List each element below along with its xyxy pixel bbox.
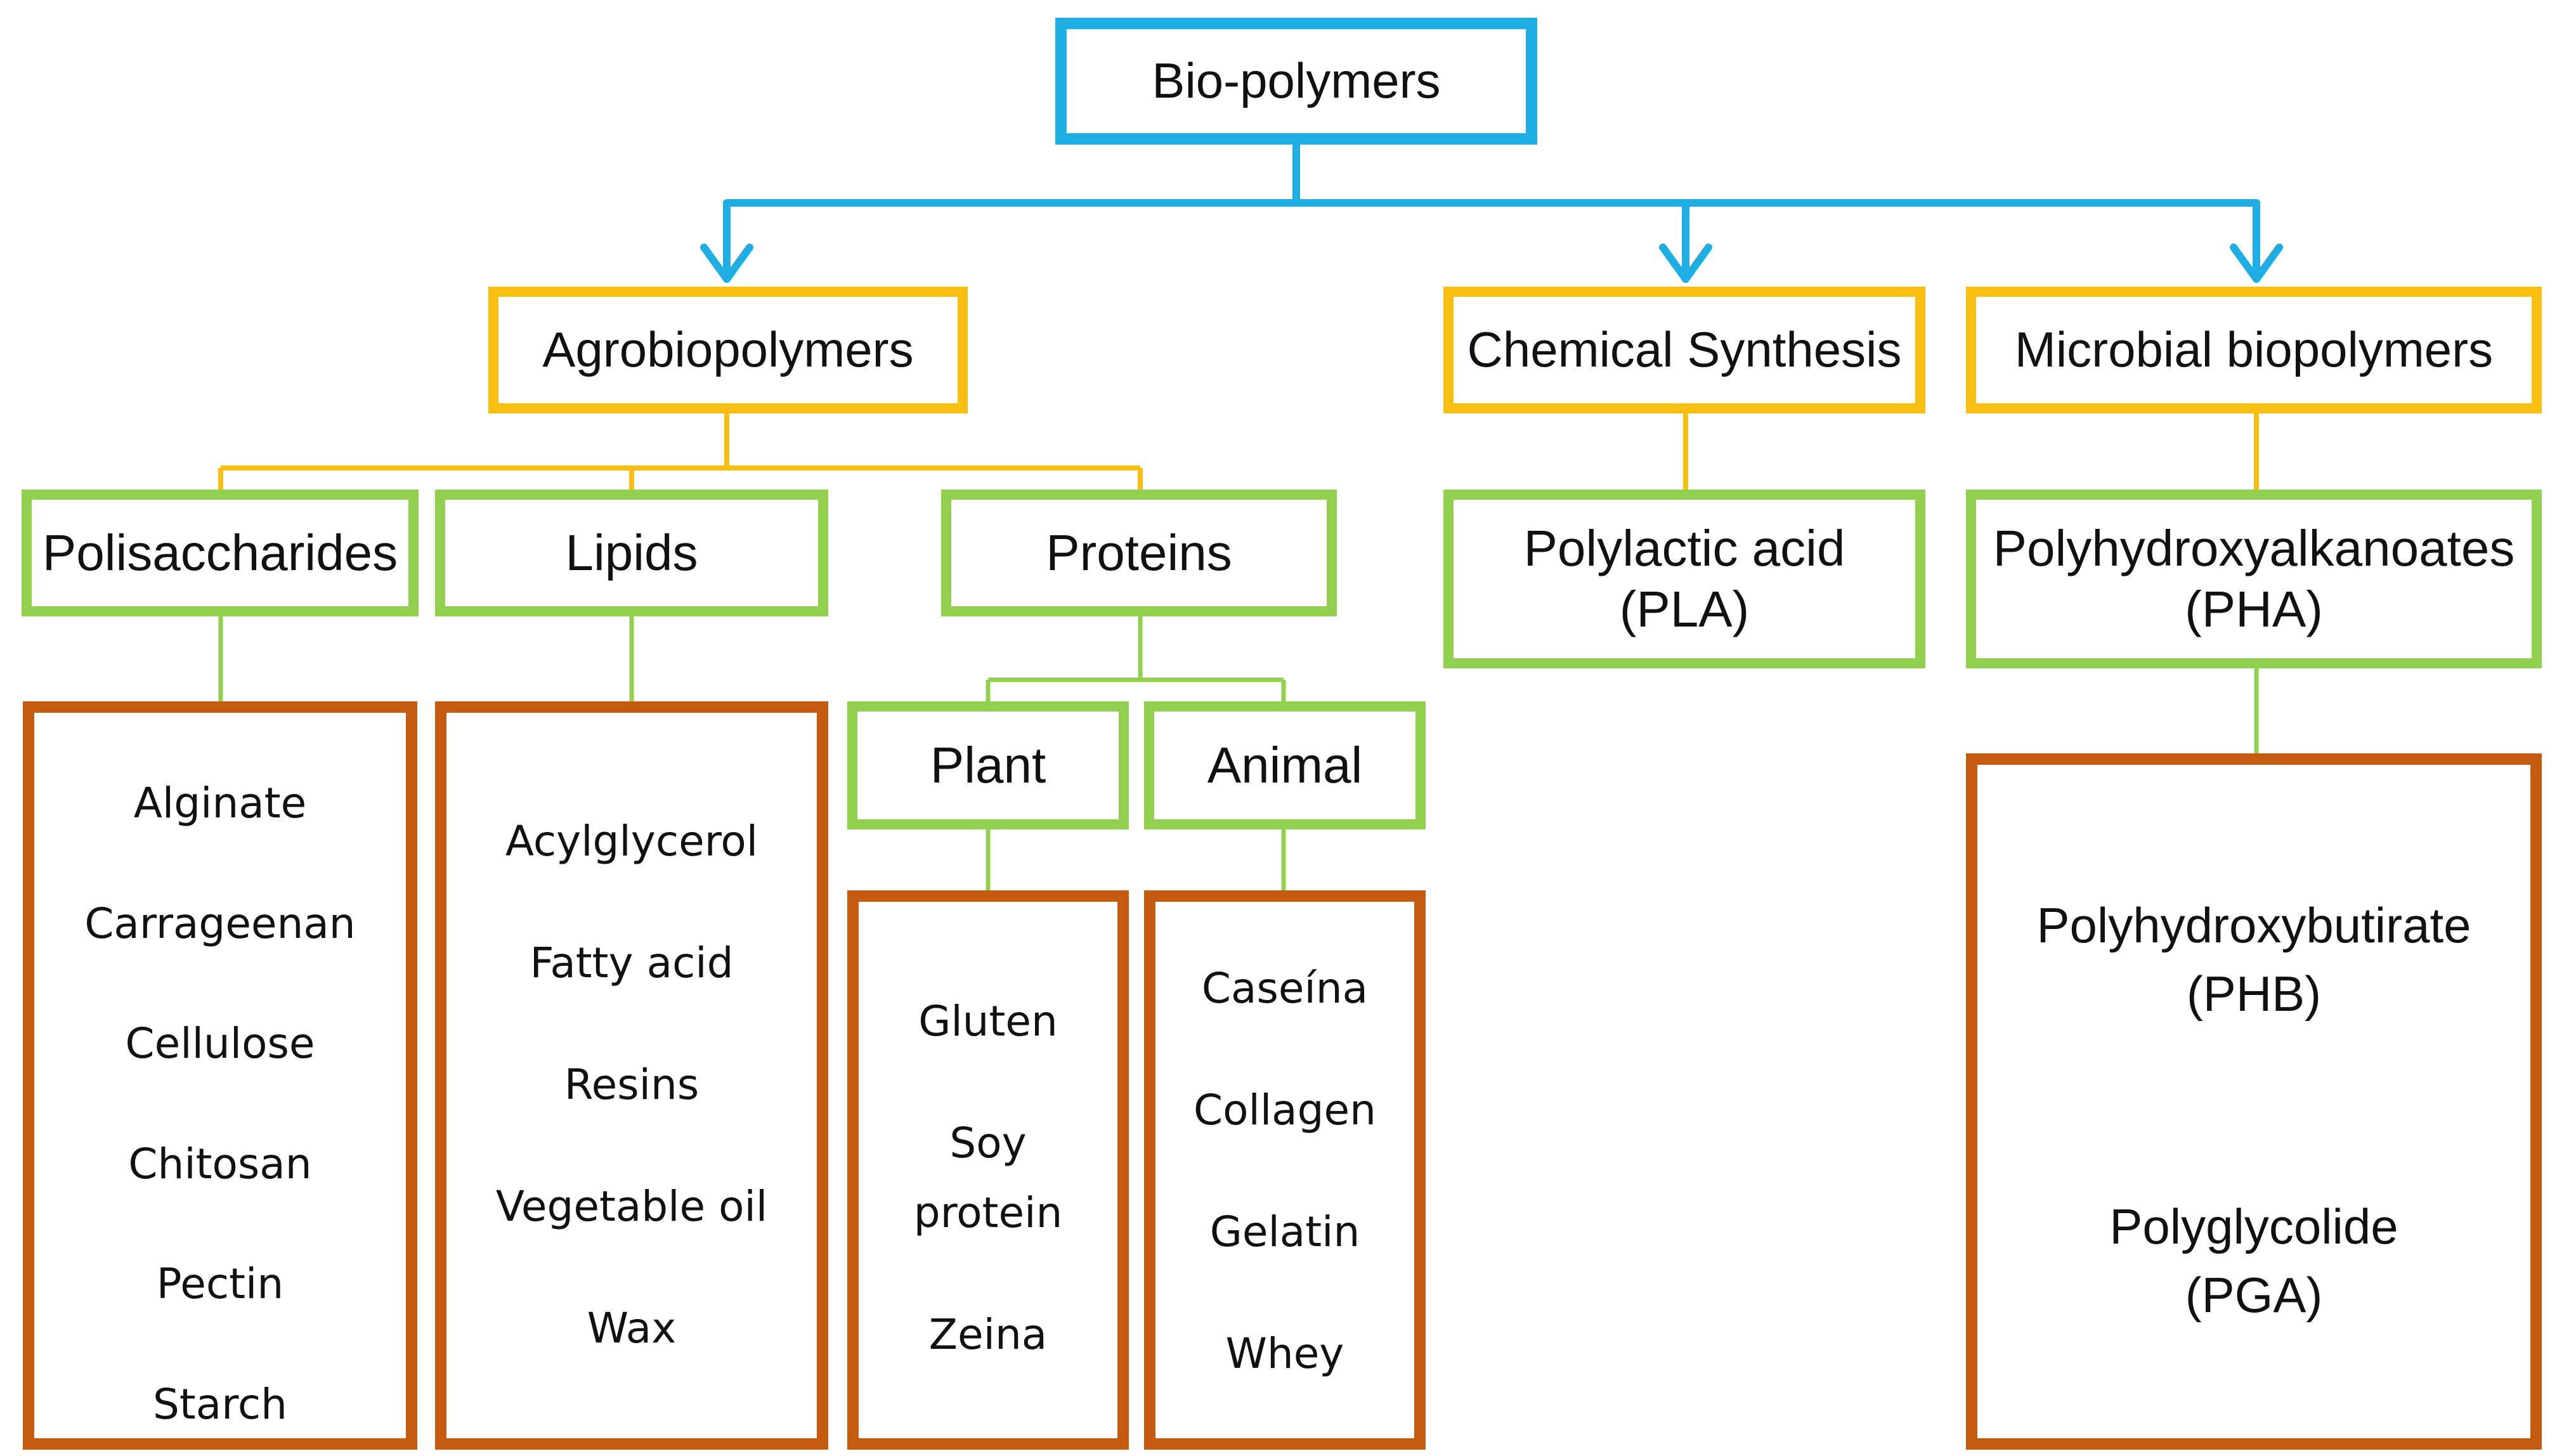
proteins-node: Proteins [941, 490, 1337, 616]
lipids-list: Acylglycerol Fatty acid Resins Vegetable… [435, 701, 828, 1450]
list-item: Zeina [928, 1310, 1048, 1359]
plant-list: Gluten Soy protein Zeina [847, 890, 1129, 1450]
pla-label-line2: (PLA) [1619, 581, 1750, 637]
list-item: Whey [1225, 1329, 1344, 1378]
list-item: Wax [587, 1304, 677, 1353]
list-item: Carrageenan [84, 899, 356, 948]
lipids-label: Lipids [565, 524, 698, 581]
plant-label: Plant [930, 737, 1046, 793]
proteins-label: Proteins [1046, 524, 1232, 581]
list-item: Starch [152, 1379, 288, 1429]
root-label: Bio-polymers [1152, 53, 1441, 109]
pha-label-line2: (PHA) [2185, 581, 2323, 637]
list-item: Gluten [918, 997, 1058, 1046]
list-item: (PGA) [2185, 1266, 2323, 1323]
polisaccharides-label: Polisaccharides [42, 524, 398, 581]
root-node: Bio-polymers [1055, 18, 1537, 145]
list-item: Vegetable oil [495, 1182, 768, 1231]
microbial-biopolymers-node: Microbial biopolymers [1966, 287, 2542, 413]
list-item: protein [913, 1188, 1063, 1237]
list-item: Polyhydroxybutirate [2036, 897, 2471, 953]
pla-label-line1: Polylactic acid [1523, 520, 1845, 576]
agrobiopolymers-node: Agrobiopolymers [488, 287, 968, 413]
list-item: Pectin [156, 1259, 284, 1309]
arrow-down-icon [700, 244, 753, 283]
list-item: Alginate [133, 779, 307, 828]
lipids-node: Lipids [435, 490, 828, 616]
plant-node: Plant [847, 701, 1129, 829]
pha-label-line1: Polyhydroxyalkanoates [1993, 520, 2515, 576]
list-item: Collagen [1194, 1086, 1376, 1134]
microbial-list: Polyhydroxybutirate (PHB) Polyglycolide … [1966, 753, 2542, 1450]
list-item: Caseína [1201, 964, 1369, 1013]
list-item: Cellulose [125, 1019, 315, 1069]
pla-node: Polylactic acid (PLA) [1443, 490, 1925, 668]
animal-label: Animal [1207, 737, 1363, 793]
chemical-synthesis-node: Chemical Synthesis [1443, 287, 1925, 413]
list-item: Gelatin [1209, 1207, 1360, 1256]
animal-list: Caseína Collagen Gelatin Whey [1144, 890, 1426, 1450]
animal-node: Animal [1144, 701, 1426, 829]
microbial-biopolymers-label: Microbial biopolymers [2014, 322, 2494, 378]
list-item: (PHB) [2186, 965, 2322, 1022]
arrow-down-icon [1659, 244, 1712, 283]
polisaccharides-node: Polisaccharides [22, 490, 419, 616]
polysaccharides-list: Alginate Carrageenan Cellulose Chitosan … [23, 701, 417, 1450]
arrow-down-icon [2230, 244, 2283, 283]
pha-node: Polyhydroxyalkanoates (PHA) [1966, 490, 2542, 668]
list-item: Soy [949, 1119, 1027, 1167]
list-item: Acylglycerol [505, 817, 758, 866]
agrobiopolymers-label: Agrobiopolymers [542, 322, 914, 378]
list-item: Resins [564, 1060, 699, 1109]
list-item: Polyglycolide [2109, 1199, 2398, 1255]
list-item: Fatty acid [530, 939, 734, 987]
chemical-synthesis-label: Chemical Synthesis [1467, 322, 1902, 378]
list-item: Chitosan [128, 1139, 312, 1188]
